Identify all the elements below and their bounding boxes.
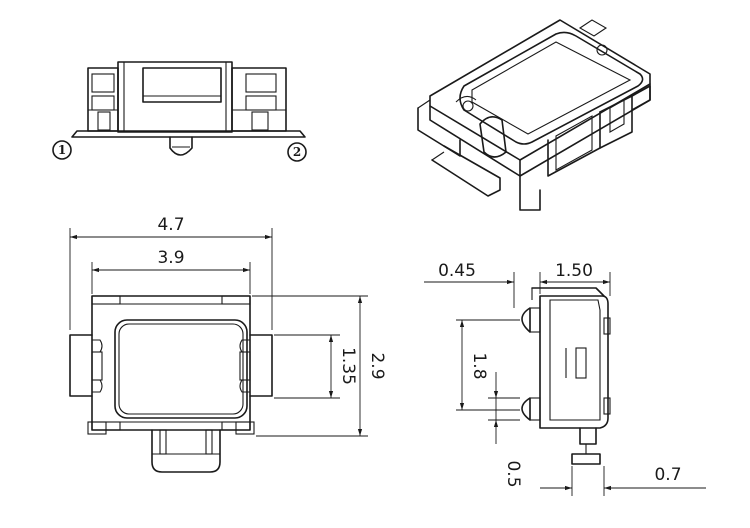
pin-2-label: 2 xyxy=(293,145,301,159)
dim-inner-width: 3.9 xyxy=(157,248,184,268)
dim-overall-height: 2.9 xyxy=(367,352,387,379)
dim-inner-height: 1.35 xyxy=(338,347,358,385)
dim-pin-width: 0.5 xyxy=(503,460,523,487)
pin-2-marker xyxy=(287,142,307,162)
dim-lead-length: 0.7 xyxy=(654,465,681,485)
dim-overall-width: 4.7 xyxy=(157,215,184,235)
pin-1-marker xyxy=(52,140,72,160)
top-view: 4.7 3.9 2.9 1.35 xyxy=(69,215,387,473)
dim-offset-left: 0.45 xyxy=(438,261,476,281)
isometric-view xyxy=(417,19,651,211)
profile-view: 0.45 1.50 1.8 0.5 0.7 xyxy=(424,261,706,496)
pin-1-label: 1 xyxy=(58,143,66,157)
dim-body-depth: 1.50 xyxy=(555,261,593,281)
dim-pin-pitch: 1.8 xyxy=(469,352,489,379)
side-view: 1 2 xyxy=(52,61,307,162)
